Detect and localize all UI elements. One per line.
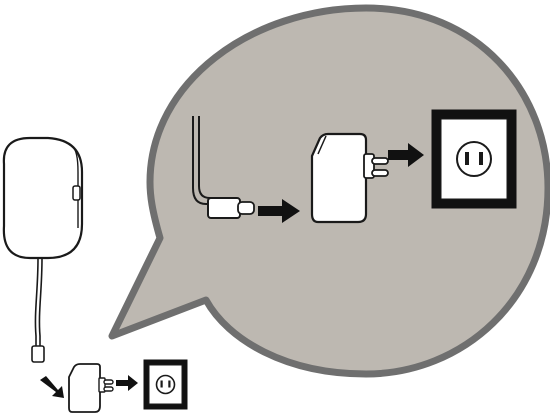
wall-socket-icon <box>431 109 517 209</box>
usb-c-plug-icon <box>192 116 255 219</box>
wall-socket-icon <box>143 359 188 410</box>
power-adapter-icon <box>310 132 389 224</box>
charger-puck-icon <box>2 136 84 363</box>
arrow-right-icon <box>40 376 64 398</box>
arrow-right-icon <box>116 375 138 391</box>
arrow-right-icon <box>258 199 300 223</box>
arrow-right-icon <box>388 143 424 167</box>
power-adapter-icon <box>68 363 114 413</box>
